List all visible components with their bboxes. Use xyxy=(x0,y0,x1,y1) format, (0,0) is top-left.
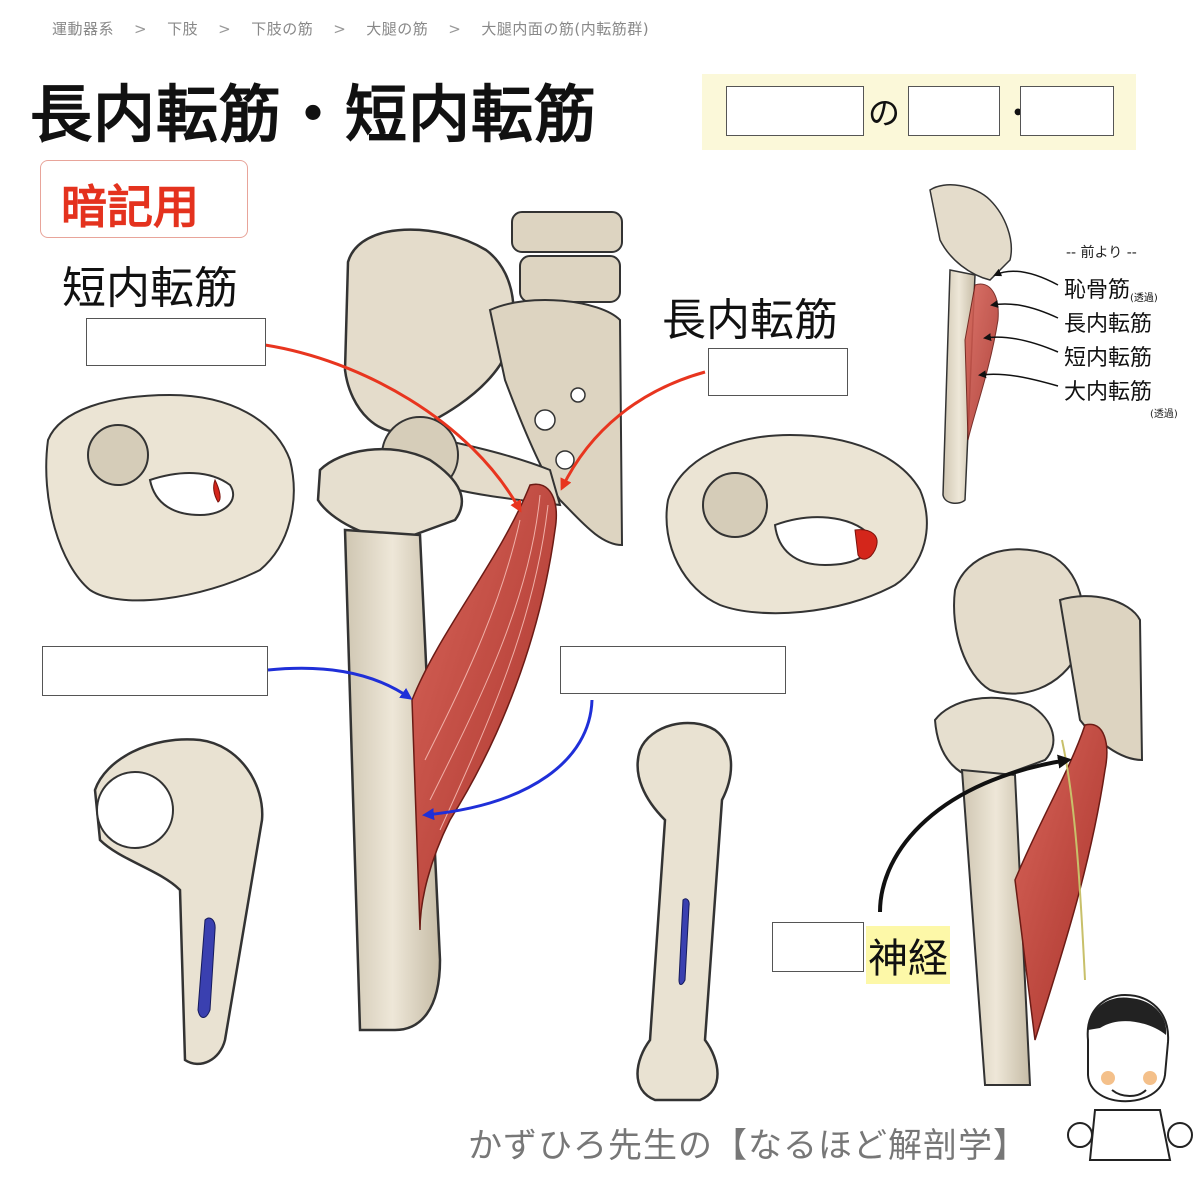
left-femur-insertion-detail xyxy=(93,738,264,1066)
breadcrumb-separator: > xyxy=(218,20,232,38)
legend-header: -- 前より -- xyxy=(1066,245,1137,261)
page-title: 長内転筋・短内転筋 xyxy=(30,78,598,151)
breadcrumb: 運動器系 > 下肢 > 下肢の筋 > 大腿の筋 > 大腿内面の筋(内転筋群) xyxy=(52,18,649,39)
overview-thumbnail xyxy=(929,184,1059,505)
legend-item-adductor-brevis: 短内転筋 xyxy=(1064,346,1153,371)
quiz-header-bar: の ・ xyxy=(702,74,1136,150)
origin-arrow-long xyxy=(560,370,706,491)
blank-long-adductor-origin[interactable] xyxy=(708,348,848,396)
blank-short-adductor-insertion[interactable] xyxy=(42,646,268,696)
middle-femur-insertion-detail xyxy=(636,721,733,1102)
breadcrumb-item-3[interactable]: 下肢の筋 xyxy=(251,20,314,38)
central-pelvis-femur xyxy=(316,211,624,1032)
breadcrumb-item-5[interactable]: 大腿内面の筋(内転筋群) xyxy=(481,20,650,38)
legend-item-adductor-magnus: 大内転筋 xyxy=(1064,380,1153,405)
nerve-label: 神経 xyxy=(866,926,950,984)
blank-nerve[interactable] xyxy=(772,922,864,972)
label-short-adductor: 短内転筋 xyxy=(62,263,238,314)
quiz-blank-2[interactable] xyxy=(908,86,1000,136)
quiz-connector-no: の xyxy=(868,94,901,132)
breadcrumb-separator: > xyxy=(333,20,347,38)
right-pelvis-origin-detail xyxy=(665,433,928,615)
label-long-adductor: 長内転筋 xyxy=(662,295,838,346)
footer-credit: かずひろ先生の【なるほど解剖学】 xyxy=(468,1126,1028,1166)
badge-label: 暗記用 xyxy=(61,180,199,234)
breadcrumb-separator: > xyxy=(134,20,148,38)
nerve-view xyxy=(933,548,1144,1086)
quiz-blank-3[interactable] xyxy=(1020,86,1114,136)
blank-long-adductor-insertion[interactable] xyxy=(560,646,786,694)
legend-trailing-note: (透過) xyxy=(1150,409,1178,420)
breadcrumb-item-2[interactable]: 下肢 xyxy=(167,20,199,38)
blank-short-adductor-origin[interactable] xyxy=(86,318,266,366)
legend-item-pectineus: 恥骨筋(透過) xyxy=(1064,278,1158,304)
breadcrumb-separator: > xyxy=(448,20,462,38)
nerve-arrow xyxy=(878,754,1072,913)
left-pelvis-origin-detail xyxy=(45,393,295,602)
insertion-arrow-short xyxy=(267,666,413,700)
legend-item-adductor-longus: 長内転筋 xyxy=(1064,312,1153,337)
breadcrumb-item-1[interactable]: 運動器系 xyxy=(52,20,115,38)
quiz-blank-1[interactable] xyxy=(726,86,864,136)
memorization-badge: 暗記用 xyxy=(40,160,248,238)
origin-arrow-short xyxy=(264,343,522,513)
insertion-arrow-long xyxy=(422,699,594,821)
mascot-illustration xyxy=(1067,993,1193,1161)
breadcrumb-item-4[interactable]: 大腿の筋 xyxy=(366,20,429,38)
